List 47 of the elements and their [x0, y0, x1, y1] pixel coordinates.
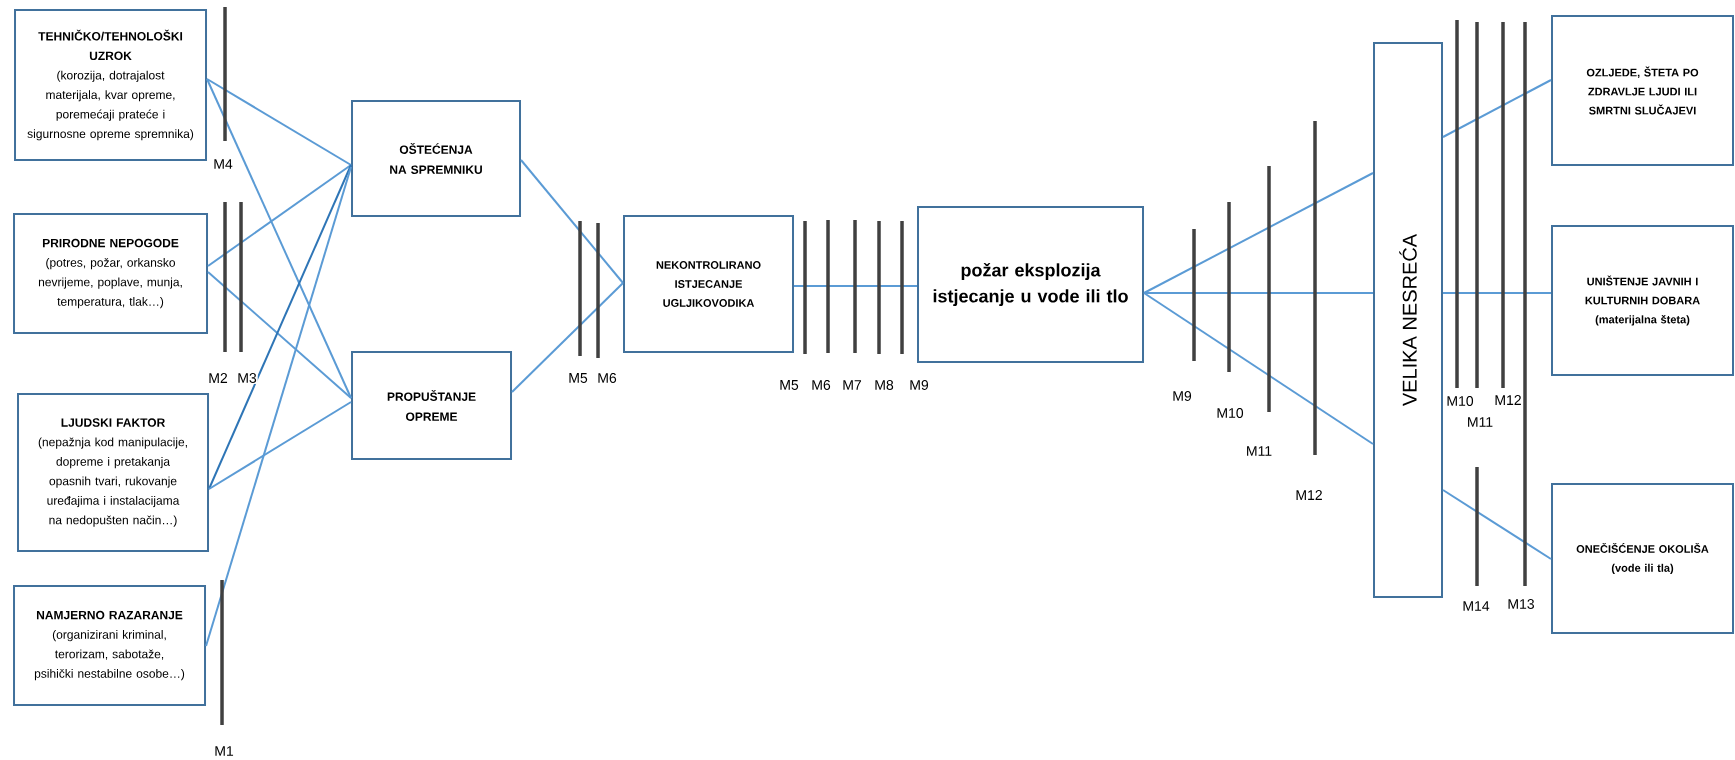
connector-line	[206, 78, 352, 166]
barrier-label: M3	[236, 372, 258, 384]
barrier-label: M11	[1244, 445, 1274, 457]
process-box: OŠTEĆENJA NA SPREMNIKU	[351, 100, 521, 217]
barrier-label: M7	[841, 379, 863, 391]
barrier-label: M14	[1461, 600, 1491, 612]
connector-line	[207, 164, 352, 267]
cause-box: NAMJERNO RAZARANJE (organizirani kriminal, terorizam, sabotaže, psihički nestabilne osobe…)	[13, 585, 206, 706]
connector-line	[1143, 172, 1374, 294]
barrier-label: M5	[567, 372, 589, 384]
event-box: požar eksplozija istjecanje u vode ili tlo	[917, 206, 1144, 363]
barrier-label: M10	[1215, 407, 1245, 419]
accident-box: VELIKA NESREĆA	[1373, 42, 1443, 598]
barrier-label: M9	[908, 379, 930, 391]
barrier-label: M12	[1493, 394, 1523, 406]
consequence-box: UNIŠTENJE JAVNIH I KULTURNIH DOBARA (materijalna šteta)	[1551, 225, 1734, 376]
barrier-label: M6	[810, 379, 832, 391]
consequence-box: ONEČIŠĆENJE OKOLIŠA (vode ili tla)	[1551, 483, 1734, 634]
barrier-label: M2	[207, 372, 229, 384]
connector-line	[1442, 292, 1552, 294]
connector-line	[208, 164, 352, 490]
cause-box: TEHNIČKO/TEHNOLOŠKI UZROK (korozija, dotrajalost materijala, kvar opreme, poremećaji prateće i sigurnosne opreme spremnika)	[14, 9, 207, 161]
connector-line	[207, 271, 352, 399]
connector-line	[793, 285, 918, 287]
connector-line	[205, 166, 352, 647]
connector-line	[511, 282, 624, 393]
consequence-box: OZLJEDE, ŠTETA PO ZDRAVLJE LJUDI ILI SMRTNI SLUČAJEVI	[1551, 15, 1734, 166]
barrier-label: M6	[596, 372, 618, 384]
cause-box: PRIRODNE NEPOGODE (potres, požar, orkansko nevrijeme, poplave, munja, temperatura, tlak…)	[13, 213, 208, 334]
connector-line	[520, 159, 624, 284]
connector-line	[206, 78, 352, 399]
barrier-label: M1	[213, 745, 235, 757]
barrier-label: M9	[1171, 390, 1193, 402]
connector-line	[208, 401, 352, 490]
process-box: PROPUŠTANJE OPREME	[351, 351, 512, 460]
connector-line	[1442, 489, 1552, 560]
connector-line	[1442, 79, 1552, 138]
barrier-label: M11	[1465, 416, 1495, 428]
connector-line	[1143, 292, 1374, 294]
connector-line	[1143, 292, 1374, 445]
barrier-label: M8	[873, 379, 895, 391]
barrier-label: M5	[778, 379, 800, 391]
barrier-label: M13	[1506, 598, 1536, 610]
barrier-label: M4	[212, 158, 234, 170]
process-box: NEKONTROLIRANO ISTJECANJE UGLJIKOVODIKA	[623, 215, 794, 353]
cause-box: LJUDSKI FAKTOR (nepažnja kod manipulacije, dopreme i pretakanja opasnih tvari, rukovanje uređajima i instalacijama na nedopušten način…)	[17, 393, 209, 552]
barrier-label: M12	[1294, 489, 1324, 501]
